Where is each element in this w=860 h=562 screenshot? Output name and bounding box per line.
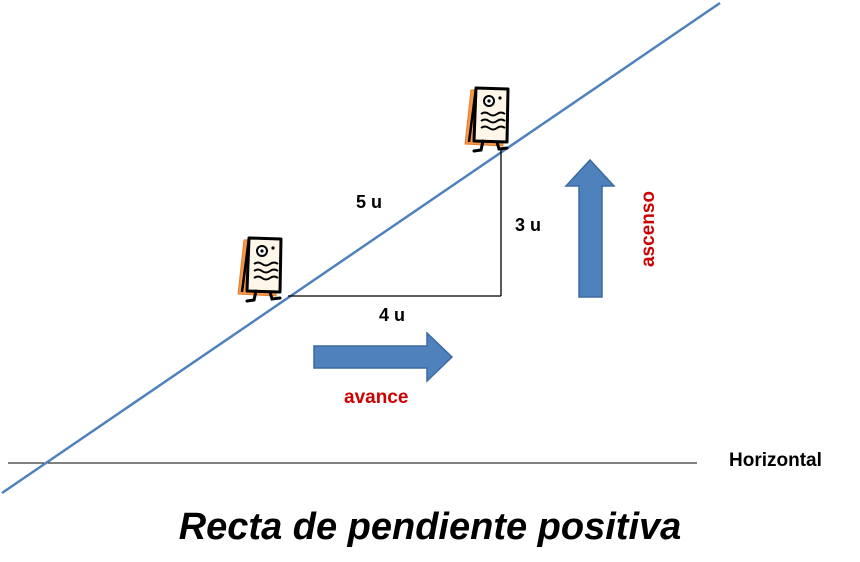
document-character-icon [236, 236, 283, 303]
rise-length-label: 3 u [515, 215, 542, 235]
run-length-label: 4 u [379, 305, 406, 325]
horizontal-label: Horizontal [729, 450, 822, 471]
diagram-title: Recta de pendiente positiva [178, 506, 682, 548]
run-label: avance [344, 387, 409, 408]
document-character-icon [463, 86, 510, 153]
sloped-line [1, 1, 721, 495]
ascenso-arrow [564, 158, 616, 298]
hypotenuse-length-label: 5 u [356, 192, 383, 212]
rise-label: ascenso [638, 190, 660, 268]
avance-arrow [313, 331, 454, 383]
